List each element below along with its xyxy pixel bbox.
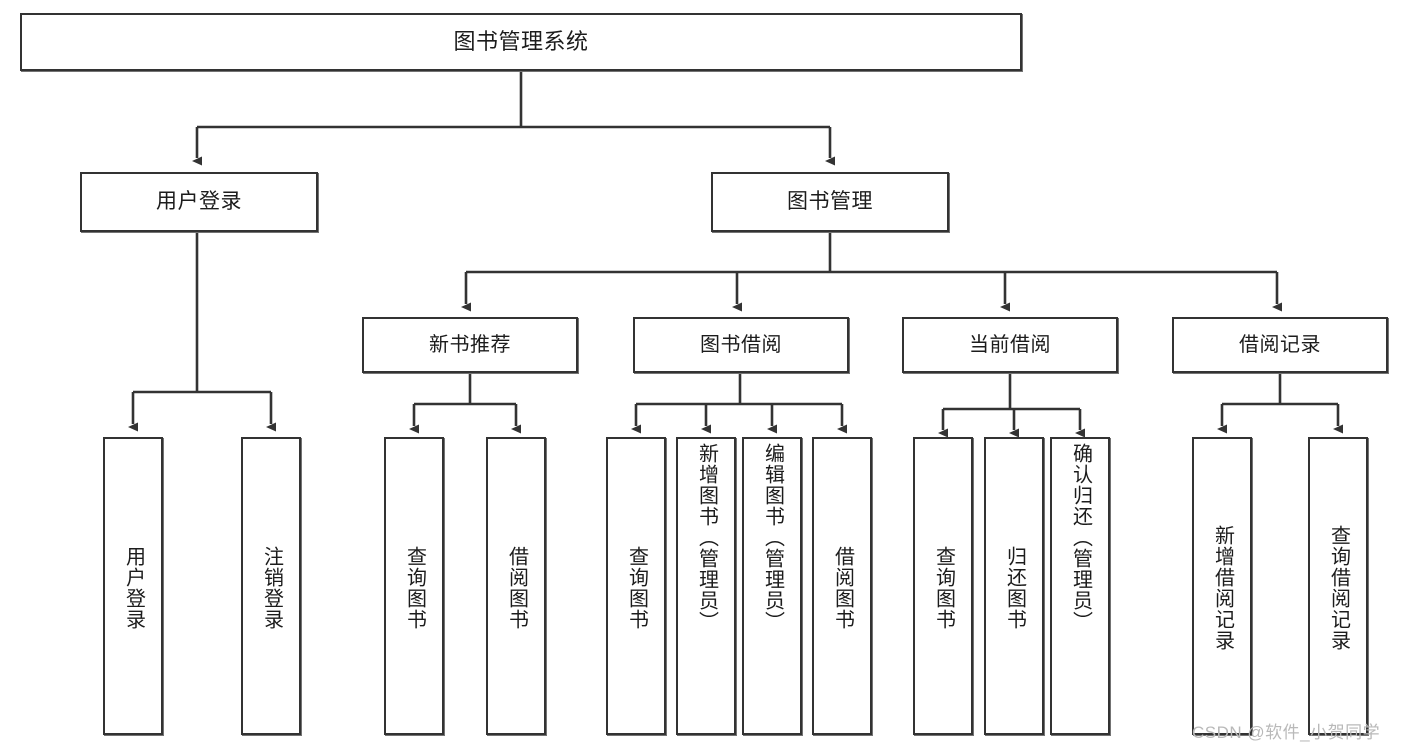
node-label: 查询图书 [403, 546, 426, 630]
node-label: 图书管理 [787, 189, 873, 213]
node-label: 当前借阅 [969, 333, 1051, 356]
node-borrow-record[interactable]: 借阅记录 [1172, 317, 1388, 373]
node-label: 归还图书 [1003, 546, 1026, 630]
node-leaf-borrow-book-borrow[interactable]: 借阅图书 [812, 437, 872, 735]
node-leaf-query-book-borrow[interactable]: 查询图书 [606, 437, 666, 735]
node-label: 确认归还（管理员） [1069, 443, 1092, 632]
node-leaf-query-book-rec[interactable]: 查询图书 [384, 437, 444, 735]
node-leaf-query-book-current[interactable]: 查询图书 [913, 437, 973, 735]
node-current-borrow[interactable]: 当前借阅 [902, 317, 1118, 373]
node-leaf-return-book[interactable]: 归还图书 [984, 437, 1044, 735]
node-new-book-recommend[interactable]: 新书推荐 [362, 317, 578, 373]
node-label: 注销登录 [260, 546, 283, 630]
node-label: 图书管理系统 [453, 29, 589, 55]
node-leaf-confirm-return-admin[interactable]: 确认归还（管理员） [1050, 437, 1110, 735]
watermark-csdn: CSDN @软件_小贺同学 [1192, 723, 1381, 742]
node-leaf-borrow-book-rec[interactable]: 借阅图书 [486, 437, 546, 735]
node-label: 编辑图书（管理员） [761, 443, 784, 632]
node-leaf-user-logout[interactable]: 注销登录 [241, 437, 301, 735]
node-label: 查询借阅记录 [1327, 525, 1350, 651]
node-book-manage[interactable]: 图书管理 [711, 172, 949, 232]
node-label: 借阅记录 [1239, 333, 1321, 356]
node-label: 借阅图书 [831, 546, 854, 630]
node-leaf-user-login[interactable]: 用户登录 [103, 437, 163, 735]
node-leaf-add-borrow-record[interactable]: 新增借阅记录 [1192, 437, 1252, 735]
node-book-borrow[interactable]: 图书借阅 [633, 317, 849, 373]
node-label: 新增借阅记录 [1211, 525, 1234, 651]
node-leaf-query-borrow-record[interactable]: 查询借阅记录 [1308, 437, 1368, 735]
node-root-book-management-system[interactable]: 图书管理系统 [20, 13, 1022, 71]
node-label: 用户登录 [122, 546, 145, 630]
node-label: 新增图书（管理员） [695, 443, 718, 632]
node-leaf-edit-book-admin[interactable]: 编辑图书（管理员） [742, 437, 802, 735]
node-label: 用户登录 [156, 189, 242, 213]
node-label: 图书借阅 [700, 333, 782, 356]
node-user-login[interactable]: 用户登录 [80, 172, 318, 232]
node-leaf-add-book-admin[interactable]: 新增图书（管理员） [676, 437, 736, 735]
node-label: 查询图书 [625, 546, 648, 630]
node-label: 借阅图书 [505, 546, 528, 630]
node-label: 新书推荐 [429, 333, 511, 356]
node-label: 查询图书 [932, 546, 955, 630]
